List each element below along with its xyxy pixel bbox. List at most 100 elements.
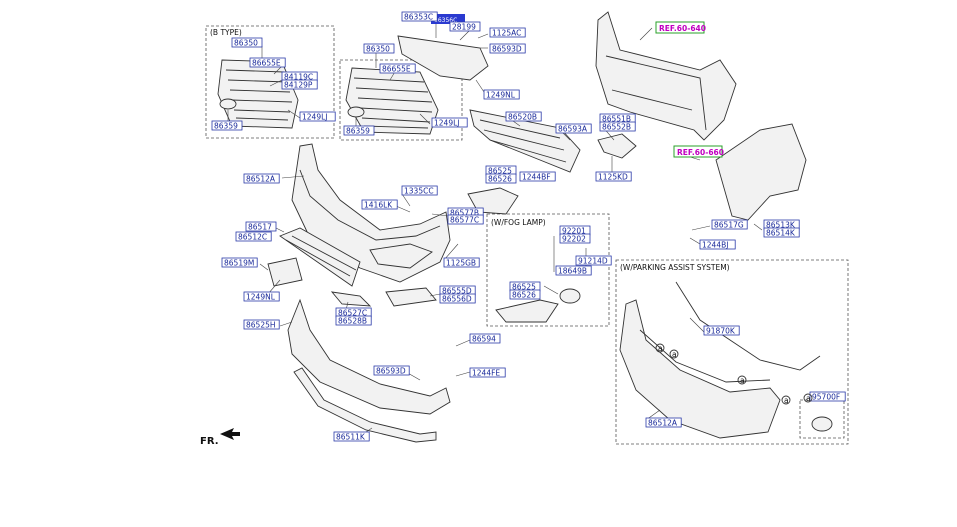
radiator-support-drawing — [595, 11, 737, 141]
part-label-28199[interactable]: 28199 — [452, 22, 476, 31]
part-label-86512a[interactable]: 86512A — [246, 174, 276, 183]
part-label-86353c[interactable]: 86353C — [404, 12, 433, 21]
part-label-box — [245, 221, 277, 232]
part-label-91214d[interactable]: 91214D — [578, 256, 608, 265]
garnish-drawing — [385, 287, 437, 307]
part-label-86517[interactable]: 86517 — [248, 222, 272, 231]
part-label-box — [595, 171, 632, 182]
part-label-92202[interactable]: 92202 — [562, 234, 586, 243]
part-label-86551b[interactable]: 86551B — [602, 114, 631, 123]
part-label-1244fe[interactable]: 1244FE — [472, 368, 500, 377]
part-label-1335cc[interactable]: 1335CC — [404, 186, 434, 195]
ref-label-60-660[interactable]: REF.60-660 — [677, 148, 724, 157]
part-label-84129p[interactable]: 84129P — [284, 80, 313, 89]
part-label-box — [235, 231, 272, 242]
part-label-86514k[interactable]: 86514K — [766, 228, 796, 237]
part-label-86556d[interactable]: 86556D — [442, 294, 472, 303]
part-label-86350[interactable]: 86350 — [234, 38, 258, 47]
part-label-1249nl[interactable]: 1249NL — [246, 292, 276, 301]
parking-group-label: (W/PARKING ASSIST SYSTEM) — [620, 263, 730, 272]
part-label-1125ac[interactable]: 1125AC — [492, 28, 521, 37]
bracket-drawing — [597, 133, 637, 159]
part-label-box — [361, 199, 398, 210]
part-label-box — [443, 257, 480, 268]
grille-drawing — [345, 67, 439, 135]
part-label-box — [243, 291, 280, 302]
ref-label-60-640[interactable]: REF.60-640 — [659, 24, 706, 33]
part-label-box — [231, 37, 263, 48]
part-label-86593d[interactable]: 86593D — [376, 366, 406, 375]
part-label-86577c[interactable]: 86577C — [450, 215, 479, 224]
part-label-box — [489, 43, 526, 54]
part-label-box — [299, 111, 336, 122]
part-label-84119c[interactable]: 84119C — [284, 72, 313, 81]
part-label-86511k[interactable]: 86511K — [336, 432, 366, 441]
emblem-icon — [347, 106, 365, 118]
part-label-86593d[interactable]: 86593D — [492, 44, 522, 53]
sensor-marker-a: a — [740, 376, 745, 385]
part-label-box — [439, 293, 476, 304]
part-label-box — [281, 79, 318, 90]
part-label-1125kd[interactable]: 1125KD — [598, 172, 628, 181]
sensor-markers: a a a a a — [655, 343, 813, 405]
fog-lamp-group-label: (W/FOG LAMP) — [491, 218, 546, 227]
ref-box-1 — [655, 21, 705, 34]
fender-drawing — [715, 123, 807, 221]
part-label-86528b[interactable]: 86528B — [338, 316, 367, 325]
part-label-1249nl[interactable]: 1249NL — [486, 90, 516, 99]
b-type-grille-drawing — [217, 59, 299, 129]
part-label-86520b[interactable]: 86520B — [508, 112, 537, 121]
part-label-box — [519, 171, 556, 182]
part-label-86525[interactable]: 86525 — [512, 282, 536, 291]
part-label-box — [431, 117, 468, 128]
part-label-86594[interactable]: 86594 — [472, 334, 496, 343]
part-label-86593a[interactable]: 86593A — [558, 124, 588, 133]
part-label-86513k[interactable]: 86513K — [766, 220, 796, 229]
part-label-1249lj[interactable]: 1249LJ — [434, 118, 459, 127]
part-label-86552b[interactable]: 86552B — [602, 122, 631, 131]
part-label-95700f[interactable]: 95700F — [812, 392, 840, 401]
part-label-box — [711, 219, 748, 230]
part-label-1416lk[interactable]: 1416LK — [364, 200, 393, 209]
part-label-18649b[interactable]: 18649B — [558, 266, 587, 275]
part-label-86577b[interactable]: 86577B — [450, 208, 479, 217]
part-label-91870k[interactable]: 91870K — [706, 326, 736, 335]
fog-lamp-group-box — [486, 213, 610, 327]
part-label-92201[interactable]: 92201 — [562, 226, 586, 235]
parking-group-box — [615, 259, 849, 445]
part-label-box — [809, 391, 846, 402]
part-label-86555d[interactable]: 86555D — [442, 286, 472, 295]
part-label-86359[interactable]: 86359 — [346, 126, 370, 135]
part-label-box — [243, 173, 280, 184]
part-label-86359[interactable]: 86359 — [214, 121, 238, 130]
part-label-1125gb[interactable]: 1125GB — [446, 258, 476, 267]
sensor-icon — [811, 416, 833, 432]
part-label-box — [469, 333, 501, 344]
part-label-box — [703, 325, 740, 336]
part-label-box — [401, 11, 438, 22]
part-label-86350[interactable]: 86350 — [366, 44, 390, 53]
part-label-86517g[interactable]: 86517G — [714, 220, 744, 229]
part-label-1244bj[interactable]: 1244BJ — [702, 240, 728, 249]
part-label-86512c[interactable]: 86512C — [238, 232, 267, 241]
part-label-86655e[interactable]: 86655E — [382, 64, 411, 73]
part-label-86526[interactable]: 86526 — [488, 174, 512, 183]
part-label-86527c[interactable]: 86527C — [338, 308, 367, 317]
part-label-1249lj[interactable]: 1249LJ — [302, 112, 327, 121]
part-label-box — [211, 120, 243, 131]
front-direction-label: FR. — [200, 436, 219, 447]
fog-lamp-drawing — [559, 288, 581, 304]
part-label-86519m[interactable]: 86519M — [224, 258, 254, 267]
label-86356c[interactable]: 86356C — [434, 17, 457, 24]
part-label-86655e[interactable]: 86655E — [252, 58, 281, 67]
sensor-marker-a: a — [672, 350, 677, 359]
part-label-1244bf[interactable]: 1244BF — [522, 172, 551, 181]
fog-lamp-cover-drawing — [495, 299, 559, 323]
part-label-86526[interactable]: 86526 — [512, 290, 536, 299]
part-label-86525h[interactable]: 86525H — [246, 320, 276, 329]
part-label-86525[interactable]: 86525 — [488, 166, 512, 175]
part-label-86512a[interactable]: 86512A — [648, 418, 678, 427]
emblem-icon-b — [219, 98, 237, 110]
part-label-box — [645, 417, 682, 428]
